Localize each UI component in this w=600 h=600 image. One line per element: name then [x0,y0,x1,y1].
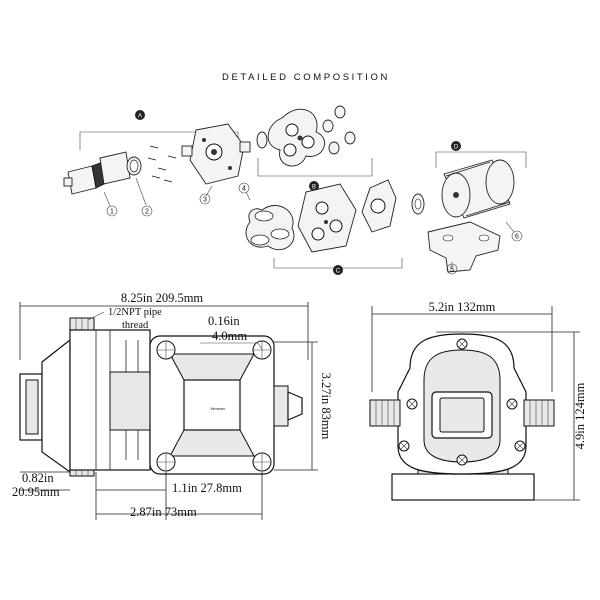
mount-span-label: 2.87in 73mm [130,505,197,519]
group-c-cam-plate [361,179,397,233]
part-3-pump-head [181,123,251,185]
group-b-valves [322,105,356,155]
exploded-view: A 1 2 [63,105,527,275]
diagram-title: DETAILED COMPOSITION [222,72,390,83]
part-1-pressure-switch [63,151,131,195]
port-height-mm: 20.95mm [12,485,60,499]
pump-head-profile [41,338,71,474]
front-width-label: 5.2in 132mm [429,300,496,314]
front-base [391,473,535,501]
group-d-bracket [435,151,527,168]
group-c-label: C [336,269,341,275]
part-6-number: 6 [515,234,519,241]
group-b-valve-assembly [267,108,326,167]
part-2-number: 2 [145,209,149,216]
group-a-label: A [138,114,142,120]
part-3-callout [199,193,211,205]
part-4-number: 4 [242,186,246,193]
group-b-ring [256,131,268,149]
hole-diameter-mm: 4.0mm [212,329,247,343]
part-5-number: 5 [450,267,454,274]
part-5-base-bracket [427,221,501,273]
part-5-callout [446,263,458,275]
group-b-bracket [257,158,373,177]
mount-offset-label: 1.1in 27.8mm [172,481,242,495]
thread-note-line-1: 1/2NPT pipe [108,307,162,318]
group-d-marker [451,141,461,151]
overall-length-label: 8.25in 209.5mm [121,291,204,305]
center-label: Wmelen [211,406,226,411]
front-height-label: 4.9in 124mm [573,382,587,449]
group-a-marker [135,110,145,120]
group-c-marker [333,265,343,275]
motor-end-cap [273,385,289,427]
thread-note-line-2: thread [122,320,149,331]
group-c-housing [297,183,357,253]
front-view: 5.2in 132mm 4.9in 124mm [369,300,587,501]
side-view: 8.25in 209.5mm Wmelen 1/2NP [12,291,333,520]
part-6-motor [441,159,515,219]
part-6-callout [511,230,523,242]
port-height-in: 0.82in [22,471,54,485]
hole-diameter-in: 0.16in [208,314,240,328]
part-1-callout [106,205,118,217]
group-b-label: B [312,185,316,191]
part-1-number: 1 [110,209,114,216]
front-left-port [369,399,401,427]
part-3-number: 3 [203,197,207,204]
part-4-diaphragm [245,205,295,251]
part-2-callout [141,205,153,217]
group-b-marker [309,181,319,191]
screws [147,145,177,183]
mount-height-label: 3.27in 83mm [319,373,333,440]
front-right-port [523,399,555,427]
group-d-label: D [454,145,459,151]
part-4-callout [238,182,250,194]
